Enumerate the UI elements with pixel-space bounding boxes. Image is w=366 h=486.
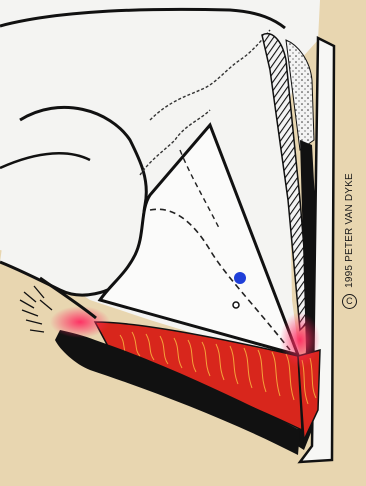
inflammation-left [50, 306, 110, 338]
blue-marker-dot [234, 272, 246, 284]
copyright-notice: C 1995 PETER VAN DYKE [342, 6, 357, 476]
inflammation-right [280, 312, 320, 368]
rounded-bone-head [0, 107, 146, 295]
open-marker-circle [233, 302, 239, 308]
copyright-text: 1995 PETER VAN DYKE [344, 173, 355, 288]
copyright-symbol: C [342, 294, 357, 309]
